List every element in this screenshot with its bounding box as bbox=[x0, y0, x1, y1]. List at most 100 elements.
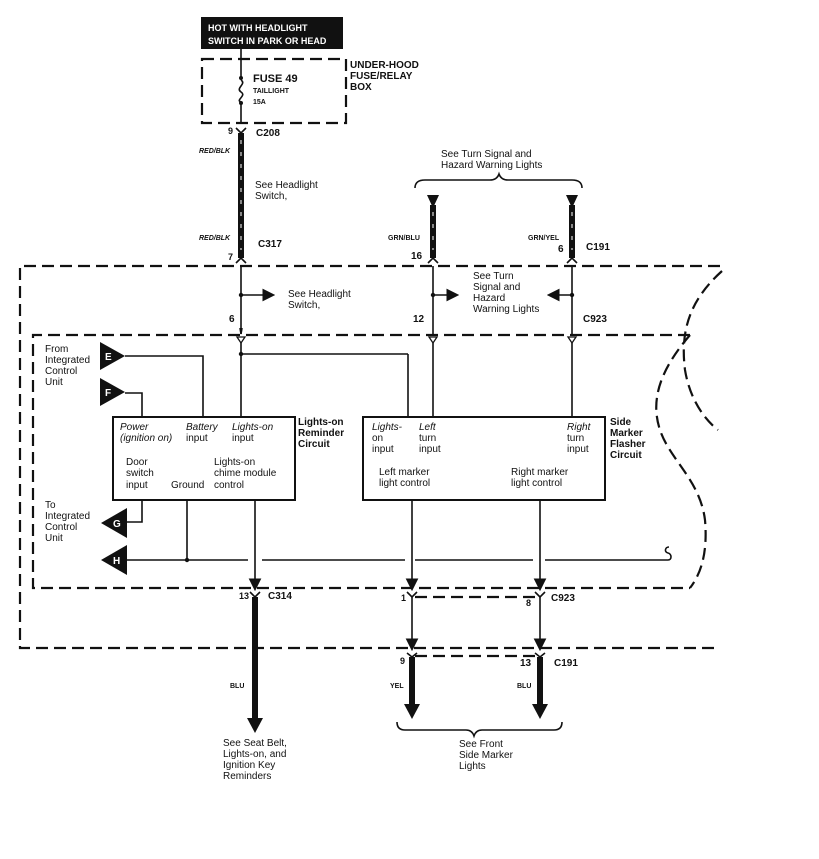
c923-top-pin-12: 12 bbox=[413, 314, 425, 325]
c191-bottom-pin-9: 9 bbox=[400, 656, 405, 666]
break-curve-inner bbox=[655, 334, 707, 589]
right-turn-label: Right bbox=[567, 422, 592, 433]
from-icu-label-2: Integrated bbox=[45, 355, 90, 366]
ground-label: Ground bbox=[171, 480, 204, 491]
flasher-lights-on-label-2: on bbox=[372, 433, 383, 444]
flasher-circuit-title-4: Circuit bbox=[610, 450, 642, 461]
flasher-lights-on-label-3: input bbox=[372, 444, 394, 455]
inner-component-boundary bbox=[31, 333, 690, 590]
to-icu-label-3: Control bbox=[45, 522, 77, 533]
fuse-name: FUSE 49 bbox=[253, 73, 298, 85]
terminal-e-label: E bbox=[105, 352, 112, 363]
power-label: Power bbox=[120, 422, 149, 433]
c923-top-pin-6: 6 bbox=[229, 314, 235, 325]
fuse-box-title-3: BOX bbox=[350, 82, 372, 93]
wire-color-blu-right: BLU bbox=[517, 683, 531, 690]
see-seat-belt-3: Ignition Key bbox=[223, 760, 275, 771]
left-turn-label: Left bbox=[419, 422, 437, 433]
connector-c314: 13 C314 bbox=[239, 591, 292, 602]
left-turn-label-2: turn bbox=[419, 433, 436, 444]
see-front-side-marker-2: Side Marker bbox=[459, 750, 514, 761]
fuse-box-title-2: FUSE/RELAY bbox=[350, 71, 413, 82]
wire-color-grn-yel: GRN/YEL bbox=[528, 235, 560, 242]
see-turn-signal-mid-line2: Signal and bbox=[473, 282, 520, 293]
see-headlight-switch-2-line2: Switch, bbox=[288, 300, 320, 311]
reminder-circuit-title-2: Reminder bbox=[298, 428, 344, 439]
see-seat-belt: See Seat Belt, bbox=[223, 738, 287, 749]
terminal-f: F bbox=[100, 378, 125, 406]
from-icu-label: From bbox=[45, 344, 68, 355]
see-headlight-switch-1-line2: Switch, bbox=[255, 191, 287, 202]
wire-color-grn-blu: GRN/BLU bbox=[388, 235, 420, 242]
fuse-rating: 15A bbox=[253, 99, 266, 106]
hot-header-label: HOT WITH HEADLIGHT SWITCH IN PARK OR HEA… bbox=[201, 17, 343, 49]
c191-top-pin-6: 6 bbox=[558, 244, 564, 255]
power-label-2: (ignition on) bbox=[120, 433, 172, 444]
c923-bottom-pin-1: 1 bbox=[401, 593, 406, 603]
terminal-g-label: G bbox=[113, 519, 121, 530]
see-headlight-switch-2: See Headlight bbox=[288, 289, 351, 300]
see-headlight-switch-1: See Headlight bbox=[255, 180, 318, 191]
left-turn-label-3: input bbox=[419, 444, 441, 455]
flasher-circuit-title: Side bbox=[610, 417, 632, 428]
fuse-circuit: TAILLIGHT bbox=[253, 88, 290, 95]
c923-bottom-pin-8: 8 bbox=[526, 598, 531, 608]
terminal-g: G bbox=[101, 508, 127, 538]
door-switch-label-3: input bbox=[126, 480, 148, 491]
chime-label-2: chime module bbox=[214, 468, 277, 479]
see-turn-signal-mid: See Turn bbox=[473, 271, 514, 282]
chime-label-3: control bbox=[214, 480, 244, 491]
c208-id: C208 bbox=[256, 128, 280, 139]
terminal-f-label: F bbox=[105, 388, 111, 399]
reminder-circuit-title-3: Circuit bbox=[298, 439, 330, 450]
grn-blu-wire bbox=[427, 195, 439, 258]
battery-label: Battery bbox=[186, 422, 219, 433]
c923-top-id: C923 bbox=[583, 314, 607, 325]
c317-pin: 7 bbox=[228, 252, 233, 262]
fuse-icon bbox=[238, 79, 244, 103]
door-switch-label-2: switch bbox=[126, 468, 154, 479]
see-turn-signal-top: See Turn Signal and bbox=[441, 149, 532, 160]
right-marker-label-2: light control bbox=[511, 478, 562, 489]
from-icu-label-4: Unit bbox=[45, 377, 63, 388]
connector-c317: 7 C317 bbox=[228, 239, 282, 264]
left-marker-label-2: light control bbox=[379, 478, 430, 489]
lights-on-input-label: Lights-on bbox=[232, 422, 274, 433]
wire-color-yel: YEL bbox=[390, 683, 404, 690]
c314-id: C314 bbox=[268, 591, 292, 602]
terminal-h: H bbox=[101, 545, 127, 575]
right-marker-label: Right marker bbox=[511, 467, 569, 478]
side-marker-flasher-circuit: Lights- on input Left turn input Right t… bbox=[362, 416, 606, 501]
c314-pin: 13 bbox=[239, 591, 249, 601]
right-turn-label-3: input bbox=[567, 444, 589, 455]
reminder-circuit-title: Lights-on bbox=[298, 417, 344, 428]
c191-top-id: C191 bbox=[586, 242, 610, 253]
c923-bottom-id: C923 bbox=[551, 593, 575, 604]
c208-pin: 9 bbox=[228, 126, 233, 136]
connector-c923-bottom: 1 8 C923 bbox=[401, 591, 575, 608]
flasher-circuit-title-3: Flasher bbox=[610, 439, 646, 450]
c191-bottom-id: C191 bbox=[554, 658, 578, 669]
wire-color-red-blk-2: RED/BLK bbox=[199, 235, 231, 242]
chime-label: Lights-on bbox=[214, 457, 255, 468]
under-hood-fuse-box: FUSE 49 TAILLIGHT 15A UNDER-HOOD FUSE/RE… bbox=[200, 49, 419, 125]
header-line-1: HOT WITH HEADLIGHT bbox=[208, 23, 308, 33]
see-turn-signal-top-line2: Hazard Warning Lights bbox=[441, 160, 542, 171]
flasher-circuit-title-2: Marker bbox=[610, 428, 643, 439]
connector-c208: 9 C208 bbox=[228, 126, 280, 139]
c317-id: C317 bbox=[258, 239, 282, 250]
terminal-e: E bbox=[100, 342, 125, 370]
to-icu-label: To bbox=[45, 500, 56, 511]
to-icu-label-2: Integrated bbox=[45, 511, 90, 522]
c191-top-pin-16: 16 bbox=[411, 251, 423, 262]
from-icu-label-3: Control bbox=[45, 366, 77, 377]
wire-color-blu-left: BLU bbox=[230, 683, 244, 690]
left-marker-label: Left marker bbox=[379, 467, 430, 478]
c191-bottom-pin-13: 13 bbox=[520, 658, 532, 669]
lights-on-reminder-circuit: Power (ignition on) Battery input Lights… bbox=[112, 416, 296, 501]
fuse-box-title-1: UNDER-HOOD bbox=[350, 60, 419, 71]
door-switch-label: Door bbox=[126, 457, 148, 468]
see-seat-belt-4: Reminders bbox=[223, 771, 271, 782]
grn-yel-wire bbox=[566, 195, 578, 258]
